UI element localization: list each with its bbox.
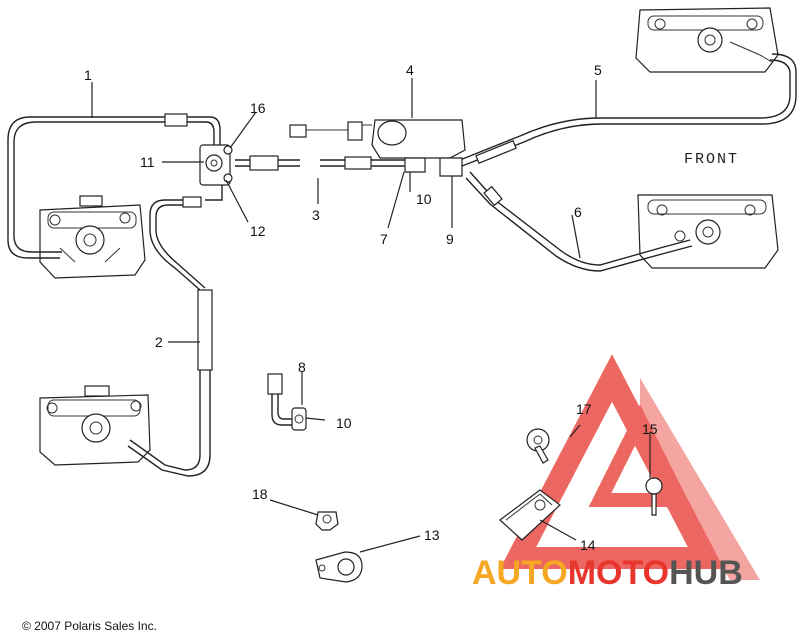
callout-10-lower: 10 [336,415,352,431]
callout-18: 18 [252,486,268,502]
fitting-17 [526,428,550,464]
bracket-14 [499,489,561,541]
bolt-18 [315,511,339,531]
master-cylinder [289,119,466,177]
caliper-rear-upper [39,195,146,279]
caliper-front-upper [635,7,779,73]
watermark-auto: AUTO [472,554,568,592]
callout-8: 8 [298,359,306,375]
callout-1: 1 [84,67,92,83]
callout-15: 15 [642,421,658,437]
callout-4: 4 [406,62,414,78]
callout-17: 17 [576,401,592,417]
caliper-front-lower [637,194,779,269]
callout-5: 5 [594,62,602,78]
callout-14: 14 [580,537,596,553]
callout-13: 13 [424,527,440,543]
svg-text:AUTOMOTOHUB: AUTOMOTOHUB [472,554,743,592]
callout-6: 6 [574,204,582,220]
callout-9: 9 [446,231,454,247]
brake-lines [7,53,797,477]
callout-numbers: 1 2 3 4 5 6 7 8 9 10 10 11 12 13 14 15 1… [84,62,658,553]
callout-7: 7 [380,231,388,247]
callout-2: 2 [155,334,163,350]
watermark-hub: HUB [669,554,743,592]
bolt-15 [645,477,663,516]
banjo-fitting [267,373,307,431]
callout-10-upper: 10 [416,191,432,207]
front-label: FRONT [684,151,739,168]
clamp-13 [315,551,363,583]
proportioning-valve [199,144,233,186]
callout-3: 3 [312,207,320,223]
callout-12: 12 [250,223,266,239]
caliper-rear-lower [39,385,151,466]
watermark-moto: MOTO [568,554,669,592]
callout-11: 11 [140,154,155,170]
callout-16: 16 [250,100,266,116]
leader-lines [91,78,651,553]
copyright-text: © 2007 Polaris Sales Inc. [22,619,157,633]
watermark-wordmark: AUTOMOTOHUB [472,554,743,592]
watermark-logo [499,354,760,580]
